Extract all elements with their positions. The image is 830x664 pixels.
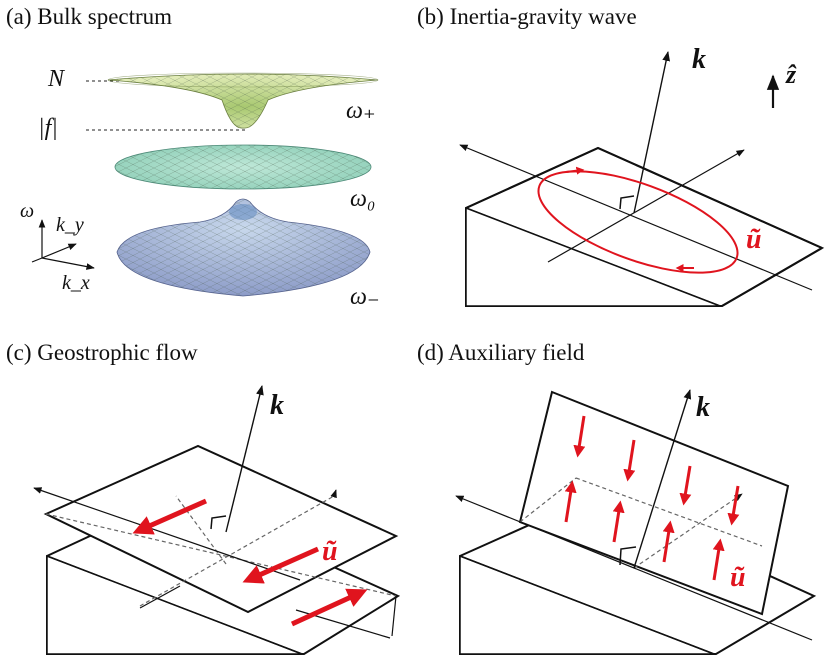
label-omega-axis: ω [20,200,35,222]
k-vector [633,51,671,214]
label-u-tilde-d: ũ [730,562,746,593]
flow-arrow-top [132,498,208,535]
label-u-tilde-b: ũ [746,224,762,255]
label-k-b: k [692,44,706,75]
label-z-hat: ẑ [786,60,797,89]
label-ky: k_y [56,214,84,236]
panel-c-title: (c) Geostrophic flow [6,340,198,365]
k-vector [225,385,264,533]
k-vector [633,389,692,569]
panel-c-diagram [33,385,401,655]
panel-a-diagram [31,72,379,297]
label-u-tilde-c: ũ [322,536,338,567]
velocity-orbit [537,170,739,274]
panel-b-title: (b) Inertia-gravity wave [417,4,637,29]
label-omega-minus: ω₋ [350,284,380,310]
flow-arrow-middle [242,546,320,584]
upper-band-surface [107,72,379,129]
panel-d-diagram [455,389,817,655]
field-arrow-up-2 [612,500,625,543]
panel-d-title: (d) Auxiliary field [417,340,585,365]
label-omega-plus: ω₊ [346,98,376,124]
label-kx: k_x [62,272,90,294]
field-arrow-up-3 [662,520,675,563]
field-arrow-down-1 [573,415,586,458]
label-N: N [48,66,65,92]
field-arrow-down-3 [679,465,692,506]
panel-b-diagram [459,51,825,307]
field-arrow-up-1 [564,480,577,523]
label-k-d: k [696,392,710,423]
panel-a-title: (a) Bulk spectrum [6,4,173,29]
field-arrow-up-4 [712,538,725,581]
along-slope-axis [459,144,813,291]
middle-band-surface [114,144,372,190]
lower-band-surface [116,198,371,297]
field-arrow-down-4 [727,485,740,526]
along-slope-axis [33,487,301,581]
label-k-c: k [270,390,284,421]
omega-k-axes [31,219,95,270]
cross-slope-axis [547,149,745,263]
label-omega-zero: ω₀ [350,186,376,212]
field-arrow-down-2 [623,439,636,482]
floating-plate [43,444,399,614]
right-angle-mark [619,195,635,210]
label-f-abs: |f| [38,115,58,141]
flow-arrow-bottom [290,588,368,627]
